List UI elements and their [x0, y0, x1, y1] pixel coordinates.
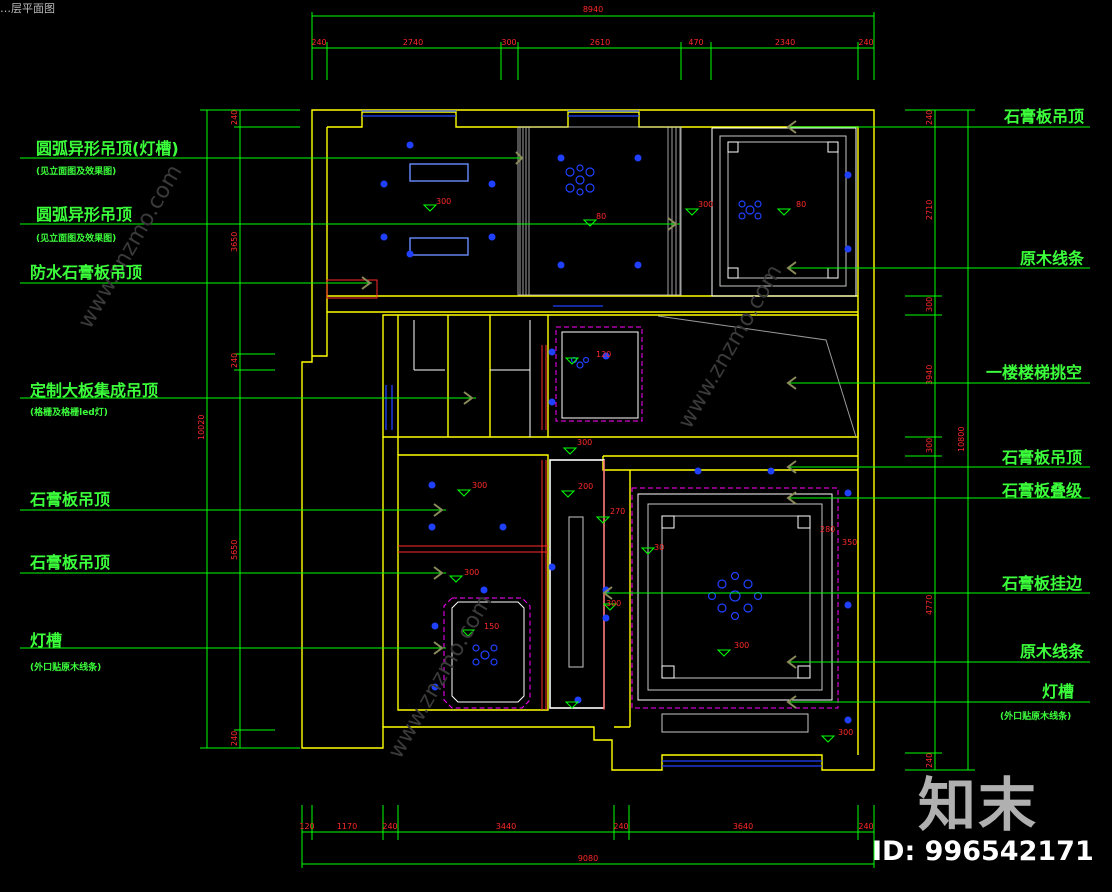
height-markers: [422, 204, 836, 743]
small-room: [555, 326, 643, 422]
label-light-slot: 灯槽: [30, 631, 63, 650]
top-dimension-chain: [311, 12, 875, 80]
left-dimension-chain: [200, 109, 300, 749]
svg-text:200: 200: [578, 482, 593, 491]
label-sub: (见立面图及效果图): [36, 167, 117, 177]
label-light-slot: 灯槽: [1042, 682, 1075, 701]
stair-void: [657, 315, 857, 438]
label-gypsum-edge: 石膏板挂边: [1002, 574, 1083, 593]
svg-text:30: 30: [654, 543, 664, 552]
master-room: [631, 487, 839, 733]
label-sub: (见立面图及效果图): [36, 234, 117, 244]
light-fixtures: [380, 141, 852, 724]
dim-left-seg: 240: [230, 110, 239, 125]
bottom-dimension-chain: [301, 805, 875, 868]
dim-left-seg: 5650: [230, 540, 239, 560]
top-right-room: [711, 127, 857, 297]
label-wood-trim: 原木线条: [1020, 642, 1085, 661]
dim-top-total: 8940: [583, 5, 603, 14]
dim-right-seg: 240: [925, 753, 934, 768]
dim-right-seg: 240: [925, 110, 934, 125]
svg-text:300: 300: [606, 599, 621, 608]
dim-bottom-seg: 240: [858, 822, 873, 831]
dim-bottom-seg: 3440: [496, 822, 516, 831]
dim-top-seg: 300: [501, 38, 516, 47]
top-left-room: [409, 163, 469, 256]
label-sub: (外口贴原木线条): [1000, 712, 1072, 722]
leader-lines-left: [20, 157, 680, 649]
svg-text:350: 350: [842, 538, 857, 547]
svg-text:300: 300: [698, 200, 713, 209]
dim-right-total: 10800: [957, 427, 966, 452]
dim-top-seg: 470: [688, 38, 703, 47]
svg-text:120: 120: [596, 350, 611, 359]
dim-top-seg: 2610: [590, 38, 610, 47]
svg-text:www.znzmo.com: www.znzmo.com: [74, 161, 188, 333]
dim-left-seg: 3650: [230, 232, 239, 252]
label-sub: (外口贴原木线条): [30, 663, 102, 673]
leader-arrows: [361, 120, 797, 709]
label-gypsum-layered: 石膏板叠级: [1002, 481, 1083, 500]
leader-lines-right: [604, 126, 1090, 703]
label-arc-ceiling: 圆弧异形吊顶: [36, 205, 133, 224]
red-partitions: [326, 279, 605, 710]
dim-left-seg: 240: [230, 731, 239, 746]
dim-top-seg: 240: [311, 38, 326, 47]
left-closet: [413, 320, 531, 437]
svg-text:150: 150: [484, 622, 499, 631]
dim-top-seg: 2740: [403, 38, 423, 47]
svg-text:300: 300: [734, 641, 749, 650]
bottom-left-room: [443, 597, 531, 709]
dim-right-seg: 2710: [925, 200, 934, 220]
corner-title: …层平面图: [0, 2, 55, 15]
dim-bottom-seg: 120: [299, 822, 314, 831]
dim-right-seg: 300: [925, 297, 934, 312]
dim-right-seg: 300: [925, 438, 934, 453]
svg-text:80: 80: [796, 200, 806, 209]
label-wood-trim: 原木线条: [1020, 249, 1085, 268]
label-gypsum-ceiling: 石膏板吊顶: [1004, 107, 1085, 126]
svg-text:80: 80: [596, 212, 606, 221]
svg-text:www.znzmo.com: www.znzmo.com: [674, 261, 788, 433]
dim-bottom-seg: 240: [382, 822, 397, 831]
dim-bottom-seg: 3640: [733, 822, 753, 831]
label-arc-ceiling-slot: 圆弧异形吊顶(灯槽): [36, 139, 179, 158]
svg-text:280: 280: [820, 525, 835, 534]
svg-text:www.znzmo.com: www.znzmo.com: [384, 591, 498, 763]
dim-bottom-seg: 240: [613, 822, 628, 831]
chandelier: [472, 164, 763, 666]
label-gypsum-ceiling: 石膏板吊顶: [1002, 448, 1083, 467]
dim-bottom-seg: 1170: [337, 822, 357, 831]
dim-right-seg: 3940: [925, 365, 934, 385]
svg-text:270: 270: [610, 507, 625, 516]
label-integrated-ceiling: 定制大板集成吊顶: [30, 381, 159, 400]
label-waterproof-ceiling: 防水石膏板吊顶: [30, 263, 143, 282]
dim-top-seg: 2340: [775, 38, 795, 47]
dim-top-seg: 240: [858, 38, 873, 47]
svg-text:300: 300: [472, 481, 487, 490]
dim-left-seg: 240: [230, 353, 239, 368]
windows: [362, 110, 822, 767]
height-values: 300 80 300 80 120 300 300 200 270 30 280…: [436, 197, 857, 737]
svg-text:300: 300: [436, 197, 451, 206]
right-dimension-chain: [905, 109, 975, 771]
dim-right-seg: 4770: [925, 595, 934, 615]
svg-text:300: 300: [464, 568, 479, 577]
label-sub: (格栅及格栅led灯): [30, 408, 108, 418]
central-room: [517, 126, 682, 296]
label-gypsum-ceiling: 石膏板吊顶: [30, 490, 111, 509]
watermark-id: ID: 996542171: [872, 836, 1094, 867]
label-stair-void: 一楼楼梯挑空: [986, 363, 1083, 382]
dim-left-total: 10020: [197, 415, 206, 440]
svg-text:300: 300: [577, 438, 592, 447]
svg-text:300: 300: [838, 728, 853, 737]
corridor: [549, 459, 605, 709]
label-gypsum-ceiling: 石膏板吊顶: [30, 553, 111, 572]
dim-bottom-total: 9080: [578, 854, 598, 863]
watermark-logo: 知末: [918, 771, 1039, 839]
